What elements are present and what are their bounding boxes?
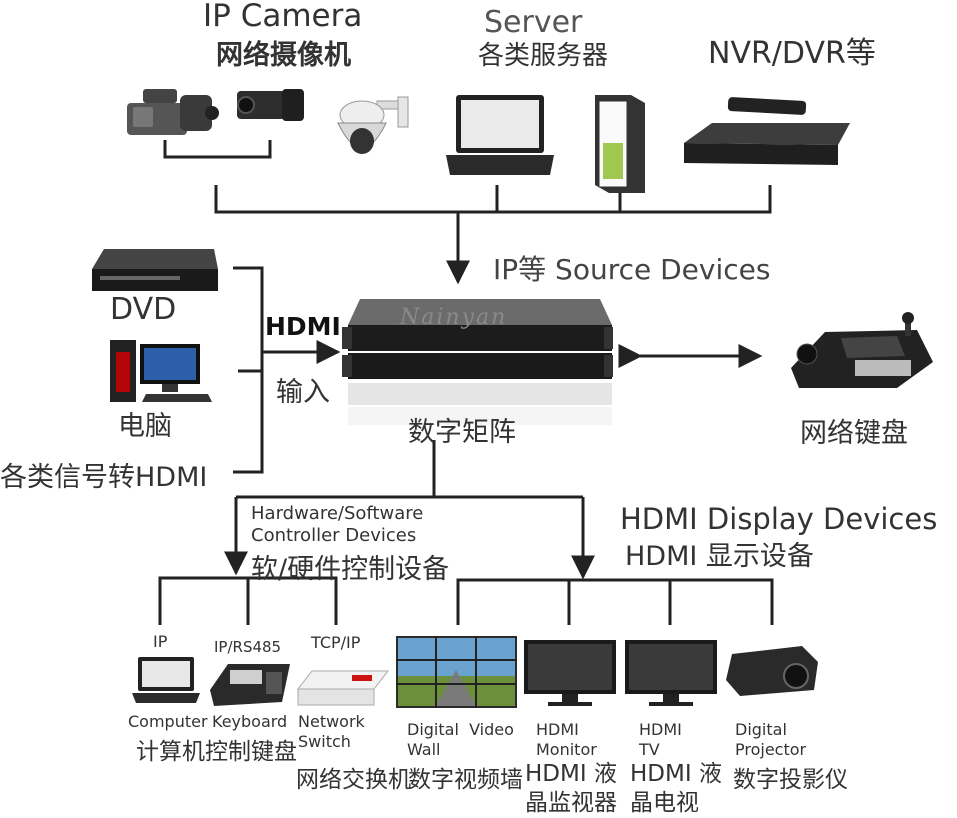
pc-label: 电脑 bbox=[118, 411, 172, 442]
monitor-label: HDMI Monitor bbox=[536, 720, 597, 759]
projector-icon bbox=[726, 646, 818, 696]
switch-label: Network Switch bbox=[298, 712, 365, 751]
dome-camera-icon bbox=[337, 96, 409, 154]
video-wall-label: Digital Video Wall bbox=[407, 720, 514, 759]
server-cn-title: 各类服务器 bbox=[478, 41, 609, 71]
server-title: Server bbox=[484, 5, 583, 40]
dvd-player-icon bbox=[92, 249, 218, 291]
computer-keyboard-cn-label: 计算机控制键盘 bbox=[136, 739, 297, 765]
nvr-title: NVR/DVR等 bbox=[708, 36, 876, 71]
digital-matrix-icon bbox=[342, 299, 613, 425]
source-devices-label: IP等 Source Devices bbox=[493, 253, 771, 286]
network-switch-icon bbox=[296, 670, 390, 706]
tv-cn-label: HDMI 液 晶电视 bbox=[630, 761, 722, 816]
camera-bracket bbox=[163, 140, 272, 159]
controller-en-line2: Controller Devices bbox=[251, 525, 417, 546]
keyboard-protocol: IP/RS485 bbox=[214, 638, 282, 656]
top-collector-line bbox=[214, 185, 772, 214]
dvd-label: DVD bbox=[110, 292, 177, 327]
keyboard-label: Keyboard bbox=[212, 712, 288, 731]
input-label: 输入 bbox=[276, 377, 330, 408]
ip-camera-title: IP Camera bbox=[203, 0, 363, 34]
switch-protocol: TCP/IP bbox=[311, 633, 361, 652]
video-wall-icon bbox=[396, 636, 517, 708]
nvr-icon bbox=[684, 97, 850, 165]
display-en-label: HDMI Display Devices bbox=[620, 502, 938, 536]
brand-watermark: Nainyan bbox=[400, 305, 508, 330]
controller-cn-label: 软/硬件控制设备 bbox=[251, 554, 450, 585]
box-camera-icon bbox=[237, 89, 304, 121]
ip-camera-cn-title: 网络摄像机 bbox=[216, 40, 351, 71]
tv-label: HDMI TV bbox=[639, 720, 682, 759]
computer-laptop-icon bbox=[132, 657, 200, 703]
hdmi-tv-icon bbox=[625, 640, 717, 706]
video-wall-cn-label: 数字视频墙 bbox=[408, 767, 523, 793]
signal-converter-label: 各类信号转HDMI bbox=[0, 462, 208, 493]
monitor-cn-label: HDMI 液 晶监视器 bbox=[525, 761, 617, 816]
projector-label: Digital Projector bbox=[735, 720, 807, 759]
server-laptop-icon bbox=[446, 95, 554, 175]
switch-cn-label: 网络交换机 bbox=[296, 767, 411, 793]
computer-protocol: IP bbox=[153, 632, 168, 651]
camcorder-icon bbox=[127, 89, 219, 135]
projector-cn-label: 数字投影仪 bbox=[733, 767, 848, 793]
hdmi-monitor-icon bbox=[524, 640, 616, 706]
desktop-pc-icon bbox=[110, 340, 212, 402]
display-cn-label: HDMI 显示设备 bbox=[625, 541, 814, 572]
network-keyboard-label: 网络键盘 bbox=[800, 418, 908, 449]
controller-en-line1: Hardware/Software bbox=[251, 503, 424, 524]
network-keyboard-icon bbox=[791, 312, 933, 388]
hdmi-label: HDMI bbox=[265, 312, 341, 341]
computer-label: Computer bbox=[128, 712, 208, 731]
server-tower-icon bbox=[595, 95, 645, 193]
matrix-label: 数字矩阵 bbox=[408, 417, 516, 448]
control-keyboard-icon bbox=[210, 664, 290, 706]
